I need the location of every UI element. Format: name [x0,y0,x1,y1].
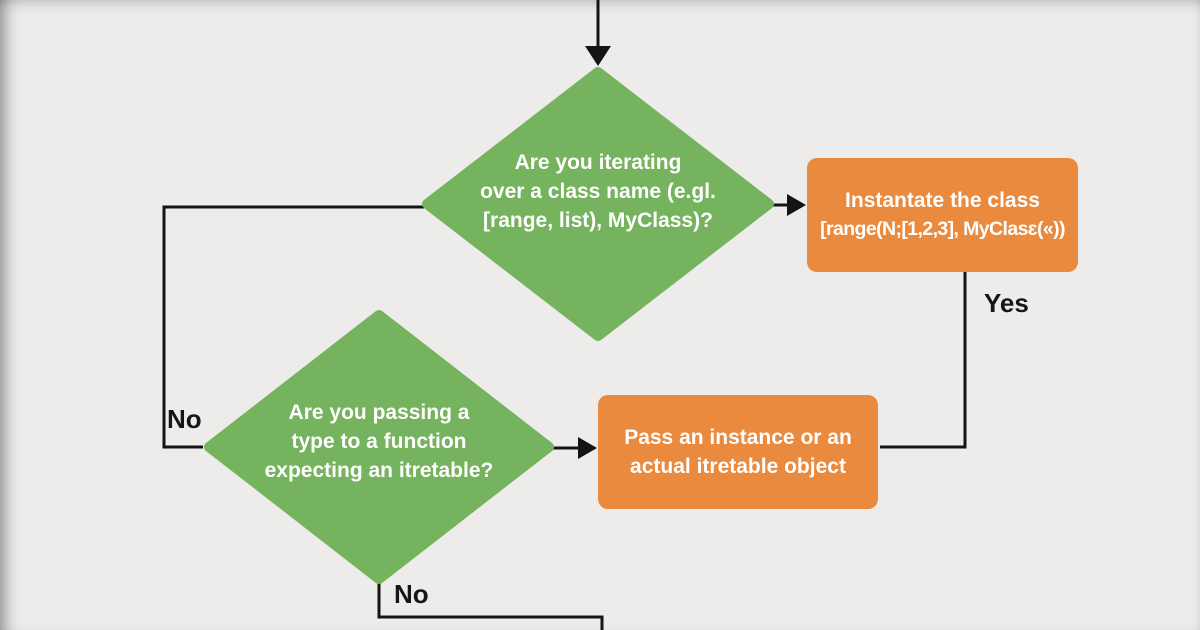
label-line: over a class name (e.gl. [480,180,716,203]
arrowhead-right-icon [578,437,597,459]
label-line: [range, list), MyClass)? [483,209,713,232]
arrowhead-down-icon [585,46,611,66]
edge-no-left [162,205,424,449]
edge-label-no-bottom: No [394,579,429,609]
label-line: Pass an instance or an [624,426,852,449]
decision-iterating-class-label: Are you iterating over a class name (e.g… [440,148,756,235]
decision-diamond-iterating-class [422,67,774,341]
process-box-instantiate-class: Instantate the class [range(N;[1,2,3], M… [807,158,1078,272]
arrowhead-right-icon [787,194,806,216]
edge-label-yes: Yes [984,288,1029,318]
edge-yes [880,272,967,449]
label-line: Are you passing a [288,401,470,424]
decision-diamond-passing-type [204,310,554,584]
process-box-pass-instance: Pass an instance or an actual itretable … [598,395,878,509]
label-line: actual itretable object [630,455,846,478]
label-line: [range(N;[1,2,3], MyClasɛ(«)) [820,218,1065,240]
edge-label-no-left: No [167,404,202,434]
decision-passing-type-label: Are you passing a type to a function exp… [221,398,537,485]
edge-no-bottom [377,583,604,630]
label-line: Instantate the class [845,189,1040,212]
label-line: expecting an itretable? [264,459,494,482]
label-line: Are you iterating [514,151,682,174]
label-line: type to a function [291,430,467,453]
